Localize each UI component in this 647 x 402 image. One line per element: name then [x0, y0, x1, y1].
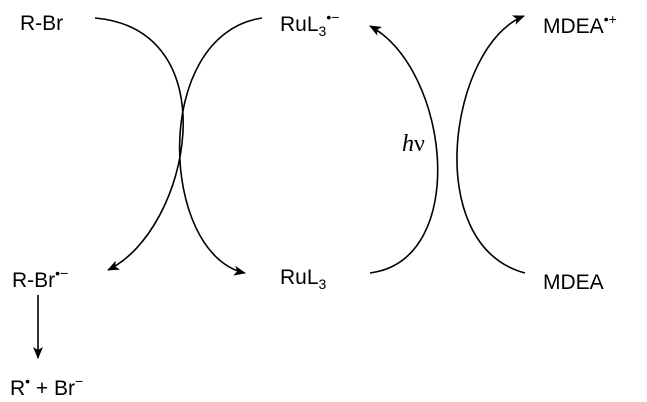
ru-anion-subscript: 3 — [318, 23, 327, 39]
species-rbr-top: R-Br — [20, 13, 63, 34]
curved-arrow-mdea-to-mdea-cation — [456, 15, 526, 274]
light-nu: ν — [414, 131, 425, 157]
species-ru-ground: RuL3 — [280, 266, 326, 291]
species-rbr-anion: R-Br•− — [12, 266, 68, 292]
curved-arrow-ru-anion-to-ru — [178, 17, 263, 276]
bromide-charge: − — [75, 373, 84, 389]
curved-arrow-rbr-to-rbr-anion — [94, 17, 184, 271]
radical-r: R — [10, 377, 26, 400]
species-mdea-cation: MDEA•+ — [543, 12, 617, 38]
species-ru-anion: RuL3•− — [280, 10, 339, 38]
radical-rest: + Br — [30, 377, 76, 400]
light-h: h — [402, 131, 414, 157]
rbr-top-text: R-Br — [20, 12, 64, 35]
curved-arrow-ru-to-ru-anion — [369, 25, 439, 274]
species-mdea: MDEA — [543, 272, 604, 293]
mdea-cation-charge: •+ — [603, 11, 617, 27]
mdea-cation-base: MDEA — [543, 15, 604, 38]
rbr-anion-charge: •− — [55, 265, 69, 281]
ru-ground-base: RuL — [280, 266, 319, 289]
mdea-text: MDEA — [543, 271, 604, 294]
ru-ground-subscript: 3 — [318, 276, 327, 292]
rbr-anion-base: R-Br — [12, 269, 56, 292]
ru-anion-charge: •− — [326, 9, 340, 25]
ru-anion-base: RuL — [280, 13, 319, 36]
radical-dot: • — [25, 373, 31, 389]
light-label: hν — [402, 132, 425, 156]
species-radical-products: R• + Br− — [10, 374, 83, 400]
